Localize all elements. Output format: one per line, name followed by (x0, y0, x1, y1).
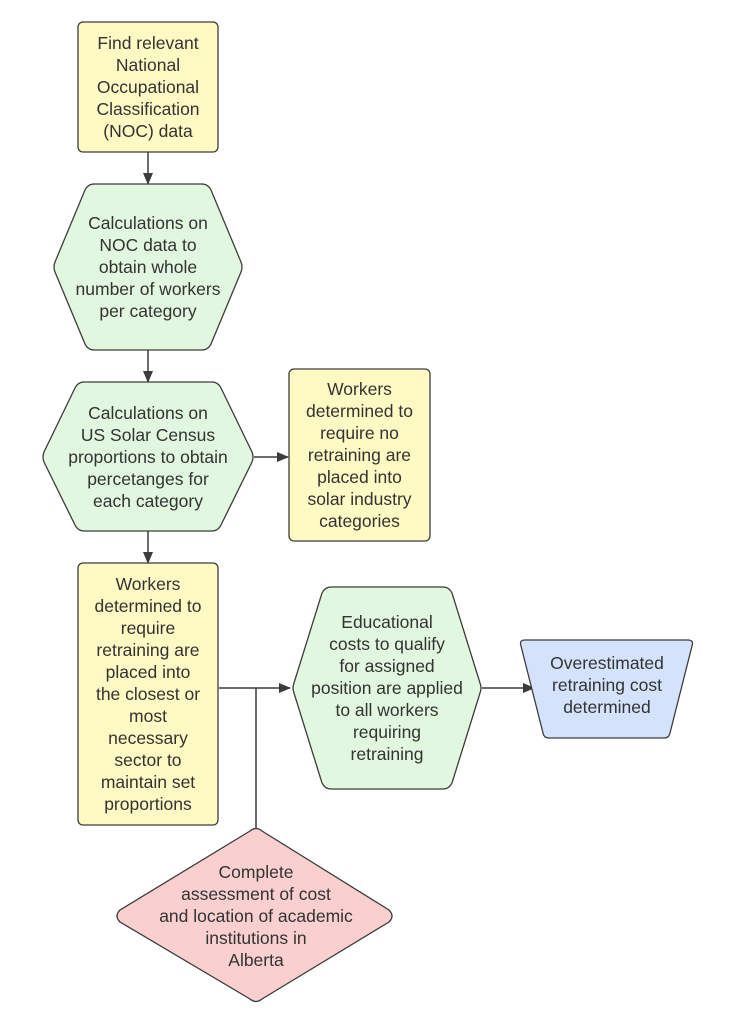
node-overestimated-label: Overestimated retraining cost determined (550, 653, 664, 717)
node-no-retraining-shape[interactable] (288, 368, 431, 542)
node-shapes (42, 21, 694, 1003)
node-require-retraining-label: Workers determined to require retraining… (94, 574, 202, 814)
node-calc-noc-label: Calculations on NOC data to obtain whole… (75, 213, 221, 321)
node-assessment-label: Complete assessment of cost and location… (159, 862, 353, 970)
node-no-retraining-label: Workers determined to require no retrain… (305, 379, 413, 531)
node-calc-noc-shape[interactable] (53, 183, 243, 351)
node-educational-costs-shape[interactable] (292, 586, 482, 790)
node-find-noc-label: Find relevant National Occupational Clas… (96, 33, 200, 141)
node-calc-census-shape[interactable] (42, 381, 254, 532)
connectors (143, 152, 535, 828)
node-find-noc-shape[interactable] (77, 21, 219, 153)
node-require-retraining-shape[interactable] (77, 562, 219, 826)
node-calc-census-label: Calculations on US Solar Census proporti… (68, 402, 228, 511)
node-educational-costs-label: Educational costs to qualify for assigne… (311, 612, 463, 764)
node-assessment-shape[interactable] (116, 827, 393, 1003)
node-overestimated-shape[interactable] (519, 639, 694, 739)
